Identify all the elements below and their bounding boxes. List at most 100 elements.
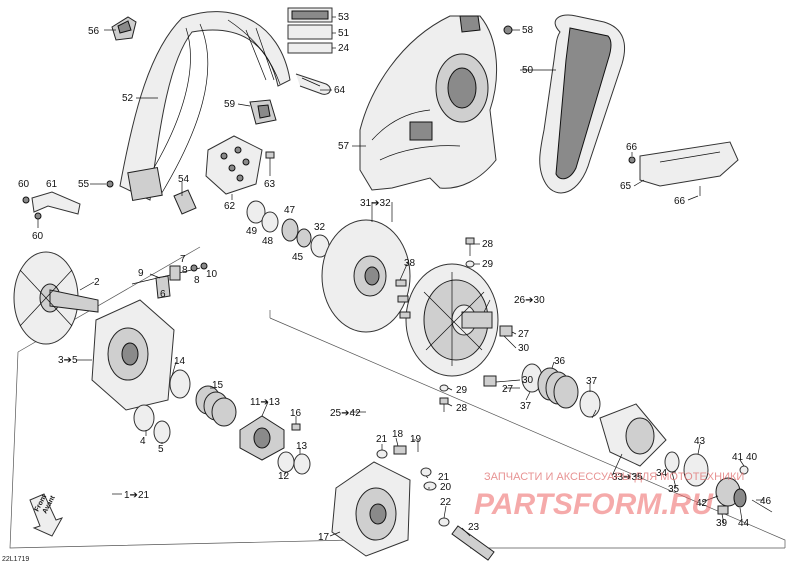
- callout-27-top[interactable]: 27: [518, 329, 530, 340]
- callout-13[interactable]: 13: [296, 441, 308, 452]
- callout-37-right[interactable]: 37: [586, 376, 598, 387]
- part-31-32-driven-pulley-fixed[interactable]: [321, 219, 411, 333]
- callout-20[interactable]: 20: [440, 482, 452, 493]
- callout-65[interactable]: 65: [620, 181, 632, 192]
- callout-62[interactable]: 62: [224, 201, 236, 212]
- callout-21-top[interactable]: 21: [376, 434, 388, 445]
- callout-16[interactable]: 16: [290, 408, 302, 419]
- part-3-5-drive-pulley-sliding[interactable]: [91, 299, 175, 411]
- parts-22-23-bolt[interactable]: [438, 517, 495, 561]
- callout-10[interactable]: 10: [206, 269, 218, 280]
- callout-45[interactable]: 45: [292, 252, 304, 263]
- callout-48[interactable]: 48: [262, 236, 274, 247]
- callout-23[interactable]: 23: [468, 522, 480, 533]
- parts-6-10-roller-assembly[interactable]: [131, 262, 208, 299]
- callout-7[interactable]: 7: [180, 254, 186, 265]
- part-28-29-bolt-top[interactable]: [465, 237, 475, 268]
- part-17-governor-cup[interactable]: [331, 461, 411, 557]
- callout-43[interactable]: 43: [694, 436, 706, 447]
- part-50-drive-belt[interactable]: [539, 14, 626, 194]
- parts-39-46-hardware[interactable]: [664, 451, 773, 515]
- callout-41[interactable]: 41: [732, 452, 744, 463]
- callout-33-35[interactable]: 33➔35: [612, 472, 643, 483]
- part-38-bolts[interactable]: [395, 279, 411, 319]
- callout-30-bottom[interactable]: 30: [522, 375, 534, 386]
- callout-59[interactable]: 59: [224, 99, 236, 110]
- callout-24[interactable]: 24: [338, 43, 350, 54]
- callout-46[interactable]: 46: [760, 496, 772, 507]
- parts-53-51-24-labels[interactable]: [287, 7, 333, 54]
- callout-6[interactable]: 6: [160, 289, 166, 300]
- part-62-mount-plate[interactable]: [205, 135, 263, 195]
- callout-55[interactable]: 55: [78, 179, 90, 190]
- callout-49[interactable]: 49: [246, 226, 258, 237]
- part-56-clip[interactable]: [111, 16, 137, 41]
- part-28-29-bolt-bottom[interactable]: [439, 384, 449, 412]
- parts-18-21-rollers[interactable]: [376, 440, 437, 491]
- callout-60-bottom[interactable]: 60: [32, 231, 44, 242]
- callout-15[interactable]: 15: [212, 380, 224, 391]
- callout-25-42[interactable]: 25➔42: [330, 408, 361, 419]
- callout-29-bottom[interactable]: 29: [456, 385, 468, 396]
- callout-37-left[interactable]: 37: [520, 401, 532, 412]
- callout-36[interactable]: 36: [554, 356, 566, 367]
- callout-17[interactable]: 17: [318, 532, 330, 543]
- callout-22[interactable]: 22: [440, 497, 452, 508]
- part-63-screw[interactable]: [265, 151, 275, 166]
- callout-35[interactable]: 35: [668, 484, 680, 495]
- callout-14[interactable]: 14: [174, 356, 186, 367]
- callout-51[interactable]: 51: [338, 28, 350, 39]
- callout-56[interactable]: 56: [88, 26, 100, 37]
- callout-52[interactable]: 52: [122, 93, 134, 104]
- callout-54[interactable]: 54: [178, 174, 190, 185]
- callout-40[interactable]: 40: [746, 452, 758, 463]
- callout-44[interactable]: 44: [738, 518, 750, 529]
- parts-12-13-16-spacers[interactable]: [277, 423, 311, 475]
- part-15-spring[interactable]: [195, 385, 237, 427]
- callout-4[interactable]: 4: [140, 436, 146, 447]
- callout-29-top[interactable]: 29: [482, 259, 494, 270]
- callout-18[interactable]: 18: [392, 429, 404, 440]
- callout-39[interactable]: 39: [716, 518, 728, 529]
- callout-66-top[interactable]: 66: [626, 142, 638, 153]
- part-2-drive-pulley-fixed[interactable]: [13, 251, 99, 345]
- callout-26-30[interactable]: 26➔30: [514, 295, 545, 306]
- part-11-13-spider[interactable]: [239, 415, 285, 461]
- callout-8-b[interactable]: 8: [194, 275, 200, 286]
- callout-38[interactable]: 38: [404, 258, 416, 269]
- callout-50[interactable]: 50: [522, 65, 534, 76]
- callout-60-top[interactable]: 60: [18, 179, 30, 190]
- part-57-belt-cover[interactable]: [359, 15, 497, 191]
- part-59-bracket[interactable]: [249, 99, 277, 125]
- callout-21-bottom[interactable]: 21: [438, 472, 450, 483]
- callout-31-32[interactable]: 31➔32: [360, 198, 391, 209]
- callout-64[interactable]: 64: [334, 85, 346, 96]
- callout-5[interactable]: 5: [158, 444, 164, 455]
- part-36-spring[interactable]: [521, 363, 601, 418]
- part-55-screw[interactable]: [106, 180, 114, 188]
- callout-53[interactable]: 53: [338, 12, 350, 23]
- part-33-35-cam[interactable]: [599, 403, 667, 467]
- callout-28-bottom[interactable]: 28: [456, 403, 468, 414]
- part-52-belt-guard-frame[interactable]: [119, 11, 291, 201]
- parts-45-49-spacers[interactable]: [246, 200, 330, 258]
- callout-30-top[interactable]: 30: [518, 343, 530, 354]
- callout-58[interactable]: 58: [522, 25, 534, 36]
- callout-32[interactable]: 32: [314, 222, 326, 233]
- callout-47[interactable]: 47: [284, 205, 296, 216]
- callout-8-a[interactable]: 8: [182, 265, 188, 276]
- callout-3-5[interactable]: 3➔5: [58, 355, 78, 366]
- part-54-bracket[interactable]: [173, 189, 197, 215]
- callout-12[interactable]: 12: [278, 471, 290, 482]
- callout-19[interactable]: 19: [410, 434, 422, 445]
- callout-28-top[interactable]: 28: [482, 239, 494, 250]
- part-58-screw[interactable]: [503, 25, 513, 35]
- part-27-30-sliders[interactable]: [483, 325, 513, 387]
- callout-66-bottom[interactable]: 66: [674, 196, 686, 207]
- callout-42[interactable]: 42: [696, 498, 708, 509]
- callout-61[interactable]: 61: [46, 179, 58, 190]
- parts-4-5-14-bushings[interactable]: [133, 369, 191, 444]
- part-64-pin[interactable]: [295, 73, 331, 95]
- callout-27-bottom[interactable]: 27: [502, 384, 514, 395]
- part-61-bracket[interactable]: [22, 191, 81, 228]
